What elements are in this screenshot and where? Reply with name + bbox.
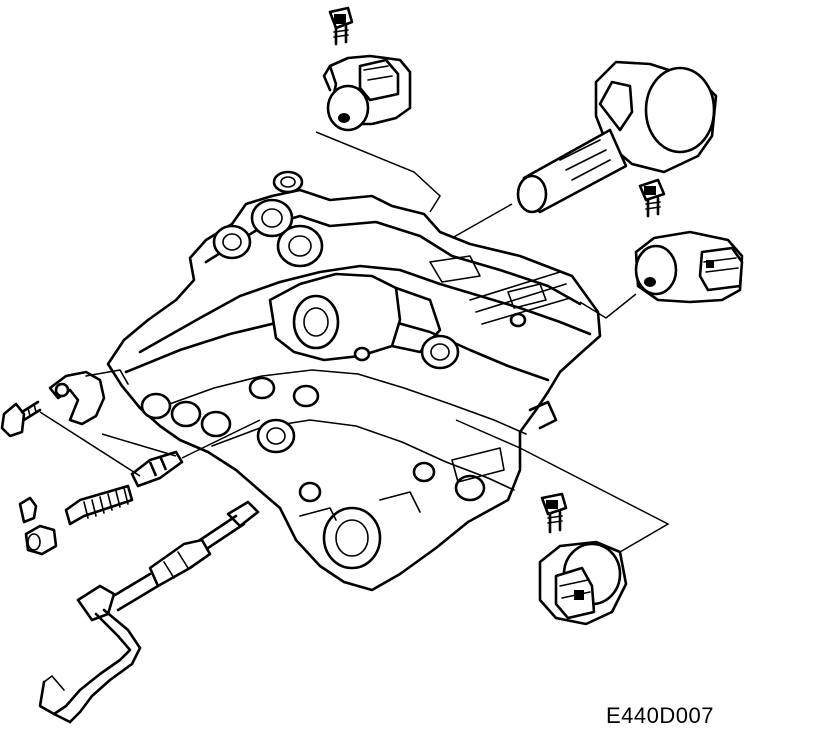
leader-top: [315, 131, 441, 213]
leader-mid: [101, 433, 177, 457]
solenoid-bottom: [538, 540, 628, 626]
leader-large: [451, 203, 513, 239]
detent-bracket: [48, 369, 129, 426]
plug: [24, 524, 58, 556]
retainer: [18, 496, 38, 524]
solenoid-large: [516, 60, 718, 214]
manual-valve-linkage: [38, 500, 260, 724]
valve-body: [106, 170, 602, 592]
manual-valve: [130, 419, 261, 488]
bolt-right: [638, 178, 666, 218]
leader-bottom: [455, 419, 670, 553]
spring: [64, 484, 134, 526]
solenoid-right: [634, 230, 744, 304]
figure-code: E440D007: [606, 703, 714, 728]
leader-right: [579, 293, 637, 319]
bolt-top: [328, 6, 354, 46]
leader-left: [39, 411, 141, 477]
bolt-bottom: [540, 492, 568, 534]
bolt-left: [0, 400, 42, 438]
solenoid-top: [322, 54, 412, 132]
